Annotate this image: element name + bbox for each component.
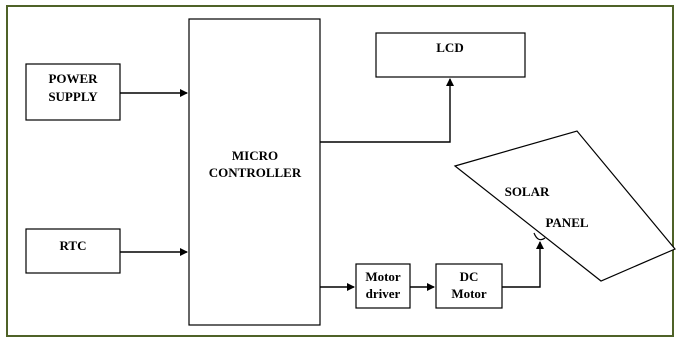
solar-panel-label-line1: SOLAR bbox=[505, 184, 550, 199]
rtc-label: RTC bbox=[60, 238, 87, 253]
rtc-block: RTC bbox=[25, 228, 121, 274]
motor-driver-block: Motor driver bbox=[355, 263, 411, 309]
power-supply-label-line2: SUPPLY bbox=[48, 89, 98, 104]
power-supply-block: POWER SUPPLY bbox=[25, 63, 121, 121]
dc-motor-label-line2: Motor bbox=[451, 286, 487, 301]
arrow-micro-to-lcd bbox=[320, 78, 454, 143]
panel-pivot-arc bbox=[533, 232, 546, 241]
microcontroller-block: MICRO CONTROLLER bbox=[188, 18, 321, 326]
solar-panel: SOLAR PANEL bbox=[453, 130, 676, 282]
motor-driver-label-line2: driver bbox=[366, 286, 401, 301]
dc-motor-label-line1: DC bbox=[460, 269, 479, 284]
dc-motor-block: DC Motor bbox=[435, 263, 503, 309]
outer-frame bbox=[6, 5, 674, 337]
lcd-label: LCD bbox=[436, 40, 463, 55]
power-supply-label-line1: POWER bbox=[48, 71, 98, 86]
lcd-block: LCD bbox=[375, 32, 526, 78]
motor-driver-label-line1: Motor bbox=[365, 269, 401, 284]
solar-panel-label-line2: PANEL bbox=[545, 215, 588, 230]
microcontroller-label-line1: MICRO bbox=[232, 148, 278, 163]
microcontroller-label-line2: CONTROLLER bbox=[209, 165, 302, 180]
arrow-dc-motor-to-panel bbox=[502, 241, 544, 288]
